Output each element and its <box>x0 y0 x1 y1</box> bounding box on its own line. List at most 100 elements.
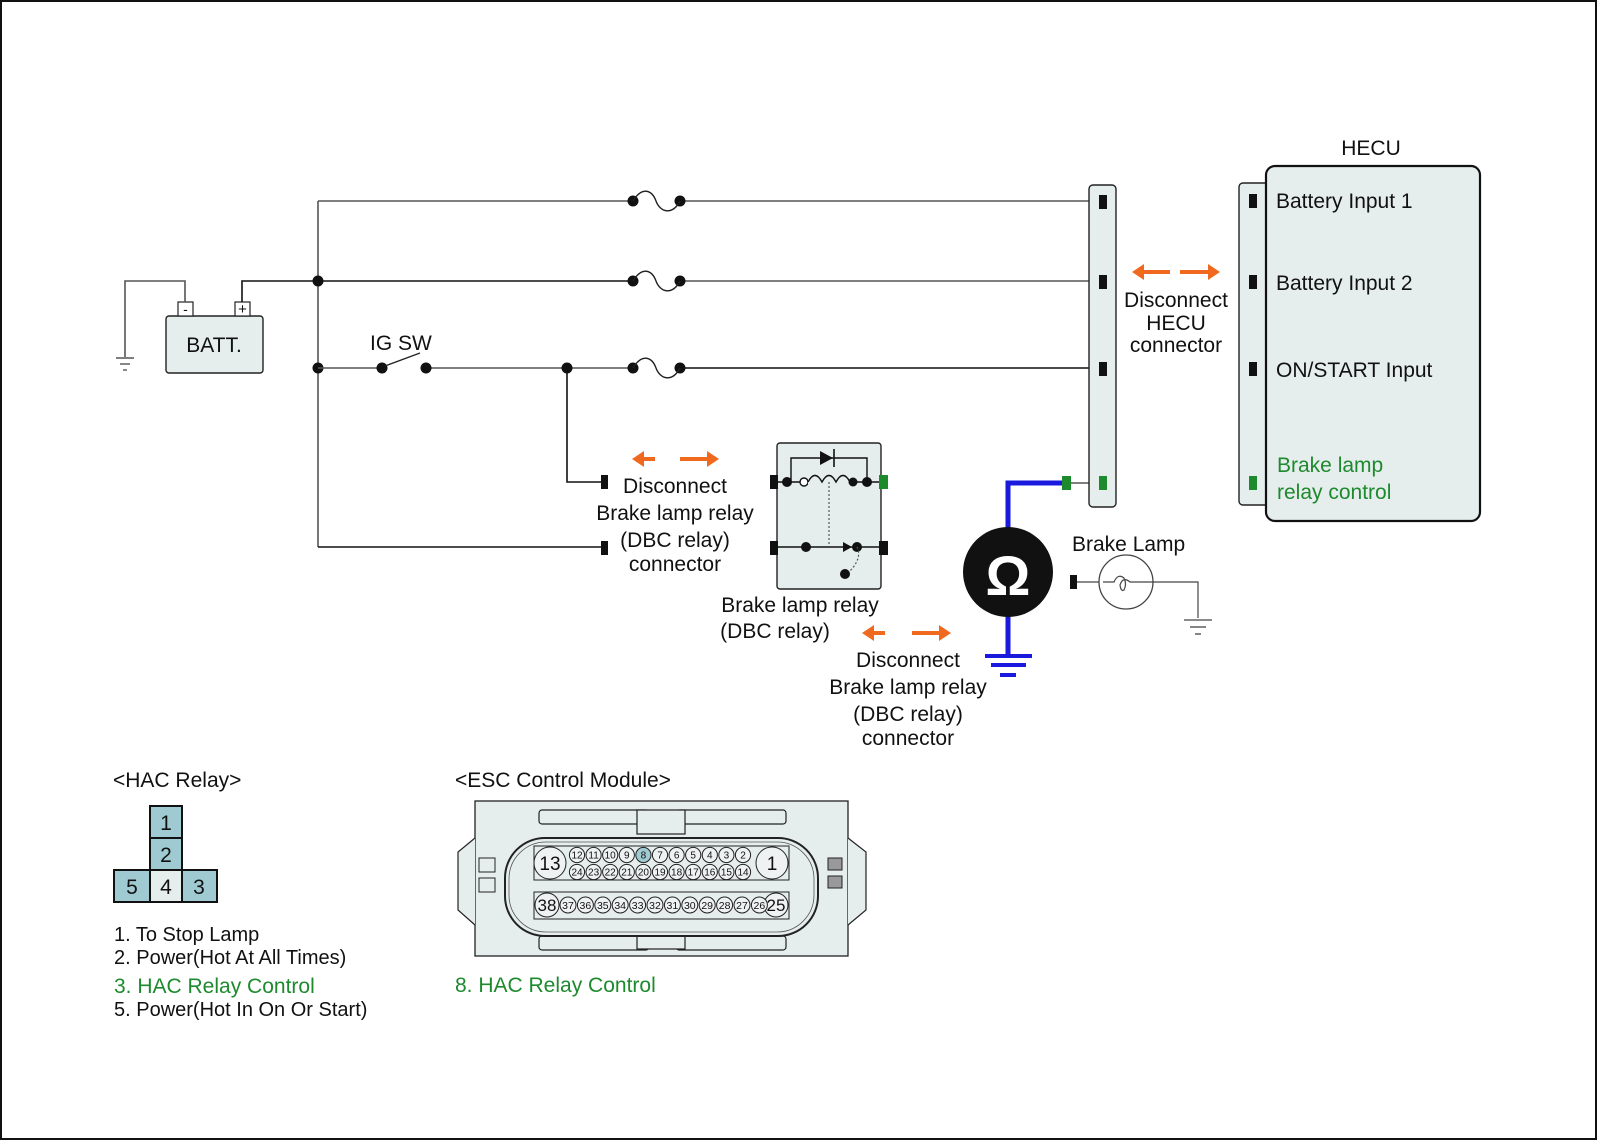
connector-pin <box>1099 195 1107 209</box>
esc-pin <box>651 846 669 864</box>
esc-pin <box>718 863 735 881</box>
esc-pin <box>755 846 789 880</box>
esc-pin-label: 29 <box>701 900 713 912</box>
hac-legend-item: 3. HAC Relay Control <box>114 975 315 998</box>
esc-pin <box>534 892 560 918</box>
esc-pin-label: 1 <box>767 854 778 875</box>
esc-pin <box>594 896 612 914</box>
disconnect-relay-label: (DBC relay) <box>853 703 963 726</box>
ground-icon <box>116 357 134 371</box>
disconnect-relay-label: connector <box>629 553 721 576</box>
esc-pin-label: 9 <box>624 851 630 862</box>
esc-pin <box>568 846 586 864</box>
esc-pin-label: 38 <box>538 896 557 915</box>
hac-relay-connector <box>113 805 218 903</box>
esc-pin <box>602 863 619 881</box>
probe-wire <box>1005 480 1062 533</box>
esc-pin <box>646 896 664 914</box>
hac-relay-title: <HAC Relay> <box>113 769 241 792</box>
disconnect-arrow-icon <box>862 625 951 641</box>
esc-pin-label: 17 <box>688 868 700 879</box>
hecu-pin <box>1249 476 1257 490</box>
relay-connector-pin <box>601 475 608 489</box>
esc-pin-label: 6 <box>674 851 680 862</box>
esc-pin-label: 3 <box>724 851 730 862</box>
esc-pin <box>701 846 718 864</box>
hecu-module <box>1264 164 1482 523</box>
esc-pin-label: 15 <box>721 868 733 879</box>
fuse-icon <box>627 190 686 212</box>
disconnect-relay-label: Disconnect <box>623 475 727 498</box>
brake-lamp-label: Brake Lamp <box>1072 533 1185 556</box>
esc-pin-label: 37 <box>562 900 574 912</box>
esc-pin <box>618 863 635 881</box>
ground-icon <box>985 654 1032 677</box>
brake-lamp-pin <box>1070 575 1077 589</box>
hac-legend-item: 5. Power(Hot In On Or Start) <box>114 999 367 1021</box>
fuse-icon <box>627 270 686 292</box>
disconnect-relay-label: Disconnect <box>856 649 960 672</box>
esc-pin <box>718 846 735 864</box>
hecu-input-on-start: ON/START Input <box>1276 359 1433 382</box>
esc-pin <box>698 896 716 914</box>
esc-pin-label: 36 <box>580 900 592 912</box>
esc-pin-label: 32 <box>649 900 661 912</box>
connector-pin <box>1099 275 1107 289</box>
hecu-input-battery-2: Battery Input 2 <box>1276 272 1413 295</box>
esc-pin <box>734 846 752 864</box>
esc-pin-label: 5 <box>690 851 696 862</box>
hecu-input-brake-lamp-relay: relay control <box>1277 481 1391 504</box>
ohmmeter-icon <box>963 527 1053 617</box>
esc-pin-label: 14 <box>737 868 749 879</box>
esc-pin-label: 10 <box>605 851 617 862</box>
relay-label: (DBC relay) <box>720 620 830 643</box>
esc-pin-label: 23 <box>588 868 600 879</box>
battery-label: BATT. <box>186 334 242 357</box>
esc-pin-label: 18 <box>671 868 683 879</box>
brake-lamp-relay <box>770 442 888 590</box>
relay-label: Brake lamp relay <box>721 594 879 617</box>
esc-pin <box>701 863 718 881</box>
esc-pin <box>585 846 602 864</box>
disconnect-arrow-icon <box>1132 264 1220 280</box>
disconnect-relay-label: Brake lamp relay <box>596 502 754 525</box>
hecu-title: HECU <box>1341 137 1401 160</box>
esc-pin-label: 12 <box>571 851 583 862</box>
esc-pin <box>635 846 652 864</box>
esc-pin <box>668 863 685 881</box>
esc-pin <box>750 896 768 914</box>
esc-pin <box>611 896 629 914</box>
esc-pin-label: 8 <box>641 851 647 862</box>
hecu-harness-connector <box>1088 184 1117 508</box>
relay-connector-pin <box>601 541 608 555</box>
esc-pin <box>716 896 734 914</box>
esc-pin <box>651 863 669 881</box>
esc-pin <box>635 863 652 881</box>
battery-positive-label: + <box>238 301 247 318</box>
esc-legend-item: 8. HAC Relay Control <box>455 974 656 997</box>
esc-pin-label: 7 <box>657 851 663 862</box>
esc-pin <box>576 896 594 914</box>
esc-pin-label: 24 <box>571 868 583 879</box>
hac-pin-label: 5 <box>126 876 138 899</box>
brake-lamp-ground-wire <box>1153 581 1199 618</box>
hecu-input-battery-1: Battery Input 1 <box>1276 190 1413 213</box>
wire-relay-power <box>566 368 601 483</box>
esc-pin-label: 25 <box>767 896 786 915</box>
esc-pin-label: 33 <box>632 900 644 912</box>
esc-pin-label: 30 <box>684 900 696 912</box>
lamp-icon <box>1098 554 1154 610</box>
esc-pin-label: 20 <box>638 868 650 879</box>
esc-pin-label: 16 <box>704 868 716 879</box>
hac-pin-label: 2 <box>160 844 172 867</box>
esc-pin-label: 13 <box>539 854 560 875</box>
connector-pin <box>1099 476 1107 490</box>
disconnect-relay-label: (DBC relay) <box>620 529 730 552</box>
esc-pin <box>685 846 702 864</box>
disconnect-relay-label: connector <box>862 727 954 750</box>
esc-pin-label: 22 <box>605 868 617 879</box>
disconnect-hecu-label: Disconnect <box>1124 289 1228 312</box>
ohm-symbol: Ω <box>986 544 1031 607</box>
